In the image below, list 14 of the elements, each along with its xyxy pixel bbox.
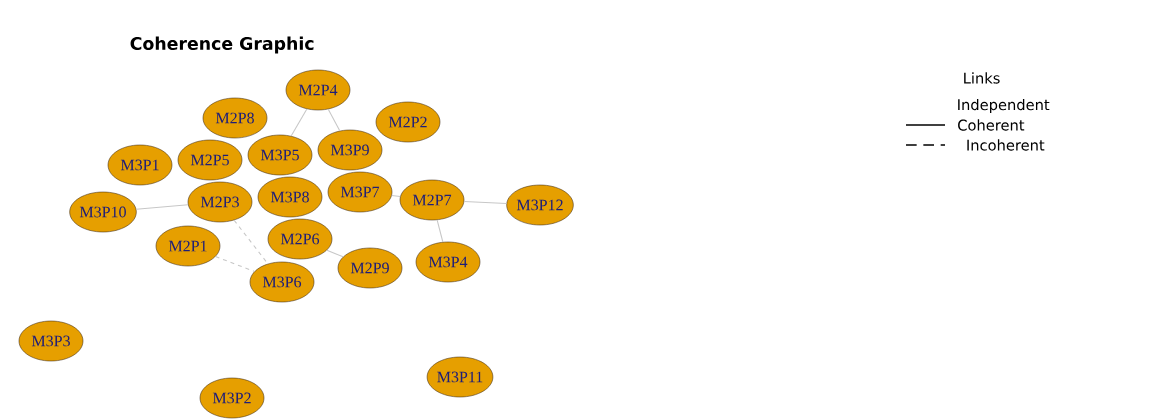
- link-line: [326, 249, 344, 258]
- title: Coherence Graphic: [130, 36, 314, 54]
- link-line: [436, 219, 444, 243]
- link-line: [327, 108, 341, 132]
- link-line: [290, 108, 308, 137]
- link-line: [135, 204, 189, 210]
- legend-item: Coherent: [905, 119, 1025, 131]
- link-line: [463, 200, 508, 204]
- link-line: [233, 219, 269, 265]
- link-line: [391, 195, 401, 197]
- legend-title: Links: [964, 72, 1000, 84]
- legend-item: Independent: [958, 98, 1050, 114]
- link-line: [215, 256, 255, 272]
- legend-item: Incoherent: [905, 139, 1045, 151]
